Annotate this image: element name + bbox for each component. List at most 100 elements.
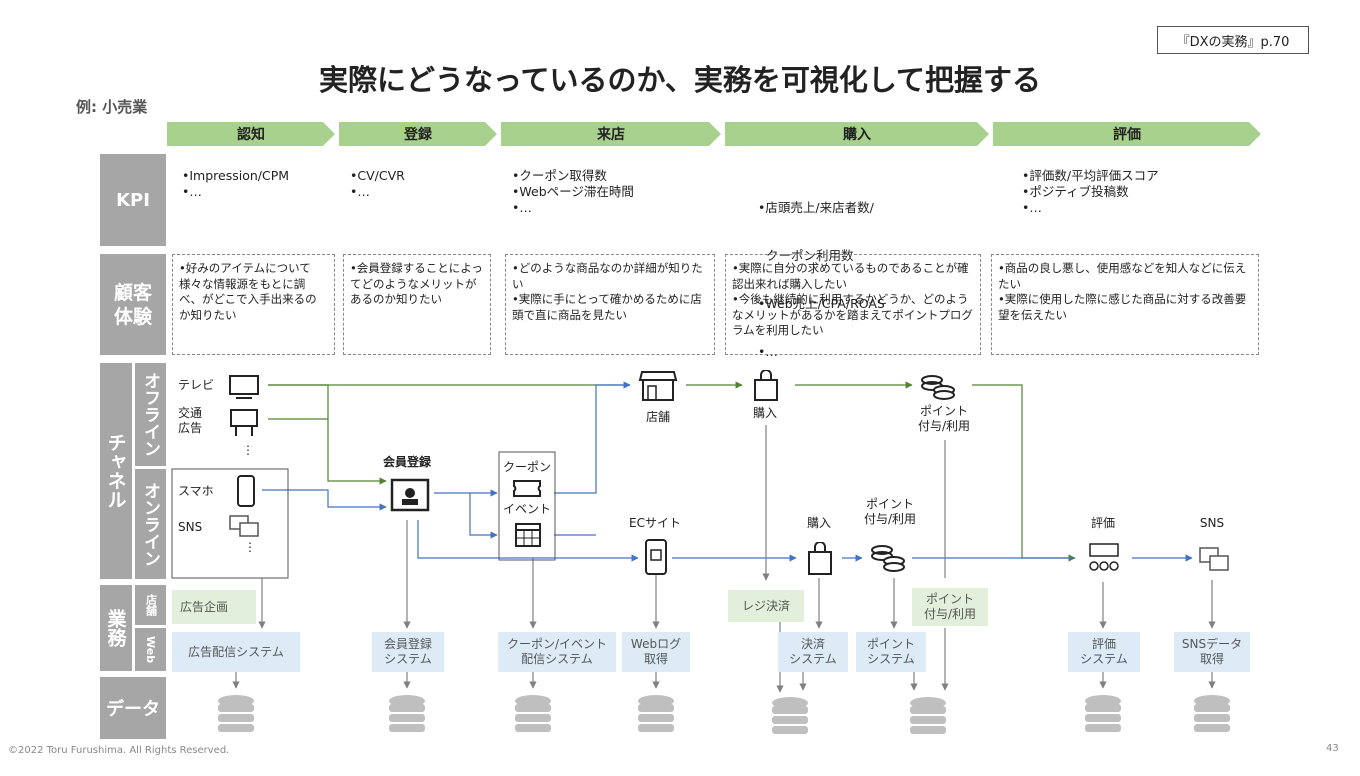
- biz-coupon-system: クーポン/イベント 配信システム: [498, 632, 616, 672]
- coupon-label: クーポン: [502, 460, 551, 474]
- channel-more-offline: ⋮: [242, 443, 254, 457]
- biz-review-system: 評価 システム: [1068, 632, 1140, 672]
- cx-review: •商品の良し悪し、使用感などを知人などに伝えたい •実際に使用した際に感じた商品…: [991, 254, 1259, 355]
- arrow-sns-to-member: [262, 489, 387, 511]
- stage-review: 評価: [993, 122, 1261, 146]
- kpi-line: •Impression/CPM: [182, 168, 290, 183]
- row-header-web: Web: [135, 628, 166, 671]
- channel-smartphone-label: スマホ: [178, 484, 214, 498]
- biz-member-system: 会員登録 システム: [372, 632, 444, 672]
- purchase-offline-label: 購入: [752, 406, 777, 420]
- arrow-tv-to-member: [268, 384, 387, 485]
- channel-transit-ad-label: 交通 広告: [178, 406, 203, 435]
- shopping-bag-icon: [754, 370, 778, 401]
- kpi-line: •評価数/平均評価スコア: [1022, 168, 1159, 183]
- row-header-cx: 顧客 体験: [100, 254, 166, 355]
- stage-label: 購入: [843, 127, 871, 143]
- kpi-line: •…: [350, 184, 370, 199]
- arrow-coupon-to-store: [554, 381, 631, 494]
- points-offline-label: ポイント 付与/利用: [917, 404, 971, 433]
- kpi-line: •店頭売上/来店者数/: [758, 200, 874, 215]
- event-label: イベント: [502, 502, 551, 516]
- example-label: 例: 小売業: [76, 98, 148, 116]
- billboard-icon: [230, 409, 258, 436]
- kpi-line: •CV/CVR: [350, 168, 405, 183]
- biz-ad-delivery: 広告配信システム: [172, 632, 300, 672]
- kpi-line: •ポジティブ投稿数: [1022, 184, 1129, 199]
- kpi-registration: •CV/CVR •…: [350, 168, 490, 200]
- kpi-purchase: •店頭売上/来店者数/ クーポン利用数 •Web売上/CPA/ROAS •…: [758, 168, 978, 376]
- biz-payment-system: 決済 システム: [778, 632, 848, 672]
- copyright: ©2022 Toru Furushima. All Rights Reserve…: [8, 745, 230, 756]
- database-icon: [515, 695, 551, 732]
- stage-label: 来店: [597, 127, 625, 143]
- review-people-icon: [1089, 543, 1119, 571]
- channel-more-online: ⋮: [244, 540, 256, 554]
- row-header-offline: オフライン: [135, 363, 166, 466]
- kpi-line: •…: [182, 184, 202, 199]
- database-icon: [1194, 695, 1230, 732]
- database-icon: [910, 697, 946, 734]
- kpi-line: クーポン利用数: [758, 248, 854, 263]
- biz-ad-planning: 広告企画: [172, 590, 256, 624]
- database-icon: [1085, 695, 1121, 732]
- stage-registration: 登録: [339, 122, 497, 146]
- online-channel-frame: [171, 468, 289, 579]
- stage-awareness: 認知: [167, 122, 335, 146]
- biz-point-system: ポイント システム: [856, 632, 926, 672]
- cx-visit: •どのような商品なのか詳細が知りたい •実際に手にとって確かめるために店頭で直に…: [505, 254, 715, 355]
- sns-output-label: SNS: [1199, 516, 1225, 530]
- smartphone-icon: [237, 475, 255, 507]
- coins-icon: [921, 375, 955, 400]
- kpi-review: •評価数/平均評価スコア •ポジティブ投稿数 •…: [1022, 168, 1252, 216]
- chat-icon: [229, 515, 259, 537]
- mobile-shop-icon: [645, 539, 667, 575]
- store-label: 店舗: [645, 410, 670, 424]
- arrow-member-to-event: [469, 493, 498, 539]
- calendar-icon: [515, 523, 541, 547]
- arrow-member-to-ec: [417, 520, 639, 562]
- cx-registration: •会員登録することによってどのようなメリットがあるのか知りたい: [343, 254, 491, 355]
- row-header-business: 業務: [100, 585, 132, 671]
- stage-purchase: 購入: [725, 122, 989, 146]
- row-header-channel: チャネル: [100, 363, 132, 579]
- kpi-visit: •クーポン取得数 •Webページ滞在時間 •…: [512, 168, 712, 216]
- kpi-line: •…: [512, 200, 532, 215]
- row-header-kpi: KPI: [100, 154, 166, 246]
- stage-label: 登録: [404, 127, 432, 143]
- channel-sns-label: SNS: [178, 520, 203, 534]
- points-online-label: ポイント 付与/利用: [863, 497, 917, 526]
- stage-label: 評価: [1113, 127, 1141, 143]
- page-title: 実際にどうなっているのか、実務を可視化して把握する: [318, 63, 1042, 97]
- kpi-line: •…: [1022, 200, 1042, 215]
- cx-purchase: •実際に自分の求めているものであることが確認出来れば購入したい •今後も継続的に…: [725, 254, 981, 355]
- biz-weblog: Webログ 取得: [622, 632, 690, 672]
- stage-label: 認知: [237, 127, 265, 143]
- database-icon: [389, 695, 425, 732]
- coins-icon: [871, 545, 905, 572]
- chat-icon: [1199, 547, 1229, 571]
- biz-register: レジ決済: [728, 590, 804, 622]
- page-number: 43: [1326, 743, 1339, 754]
- ec-site-label: ECサイト: [629, 516, 681, 530]
- arrow-points-to-review: [972, 384, 1076, 562]
- biz-sns-data: SNSデータ 取得: [1174, 632, 1250, 672]
- member-card-icon: [390, 478, 430, 512]
- row-header-online: オンライン: [135, 469, 166, 579]
- coupon-event-frame: [498, 451, 556, 561]
- shopping-bag-icon: [808, 542, 832, 575]
- row-header-data: データ: [100, 677, 166, 739]
- book-reference: 『DXの実務』p.70: [1157, 26, 1309, 54]
- kpi-line: •Webページ滞在時間: [512, 184, 634, 199]
- kpi-awareness: •Impression/CPM •…: [182, 168, 332, 200]
- database-icon: [772, 697, 808, 734]
- database-icon: [638, 695, 674, 732]
- kpi-line: •クーポン取得数: [512, 168, 607, 183]
- channel-tv-label: テレビ: [178, 378, 215, 392]
- member-registration-label: 会員登録: [382, 455, 431, 469]
- kpi-line: •Web売上/CPA/ROAS: [758, 296, 885, 311]
- ticket-icon: [513, 480, 541, 497]
- stage-visit: 来店: [501, 122, 721, 146]
- biz-point-store: ポイント 付与/利用: [912, 588, 988, 626]
